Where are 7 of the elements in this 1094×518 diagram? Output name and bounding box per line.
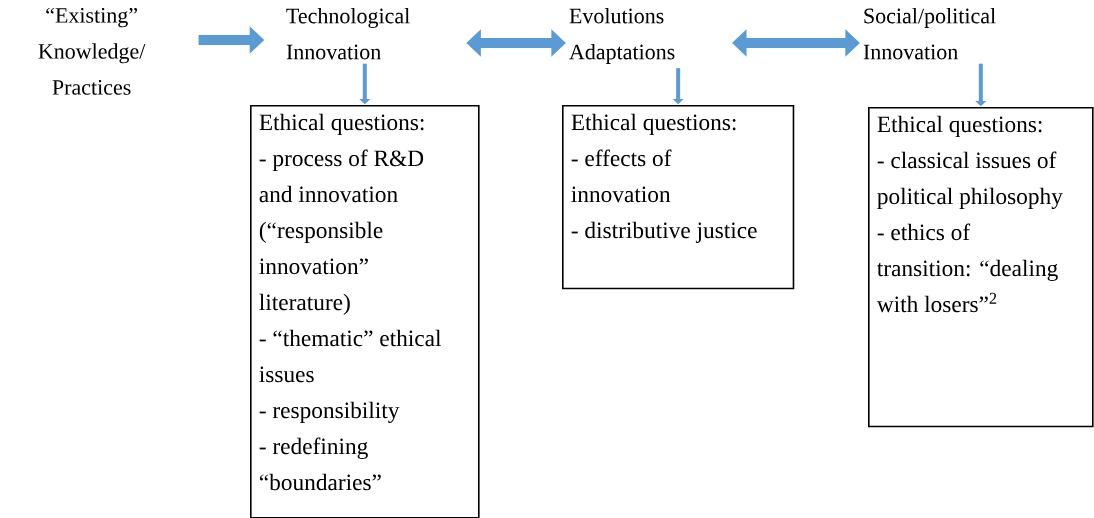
stage-label: Evolutions Adaptations — [569, 7, 675, 64]
stage-label: “Existing” Knowledge/ Practices — [38, 7, 146, 95]
question-box: Ethical questions: - process of R&D and innovation (“responsible innovation” literature) - “thematic” ethical issues - responsibility - redefining “boundaries” — [250, 105, 480, 518]
question-box: Ethical questions: - classical issues of political philosophy - ethics of transition: “dealing with losers”$^{2}$ — [868, 107, 1094, 428]
stage-label: Technological Innovation — [286, 7, 410, 60]
question-box: Ethical questions: - effects of innovation - distributive justice — [562, 105, 795, 290]
stage-label: Social/political Innovation — [863, 7, 996, 60]
